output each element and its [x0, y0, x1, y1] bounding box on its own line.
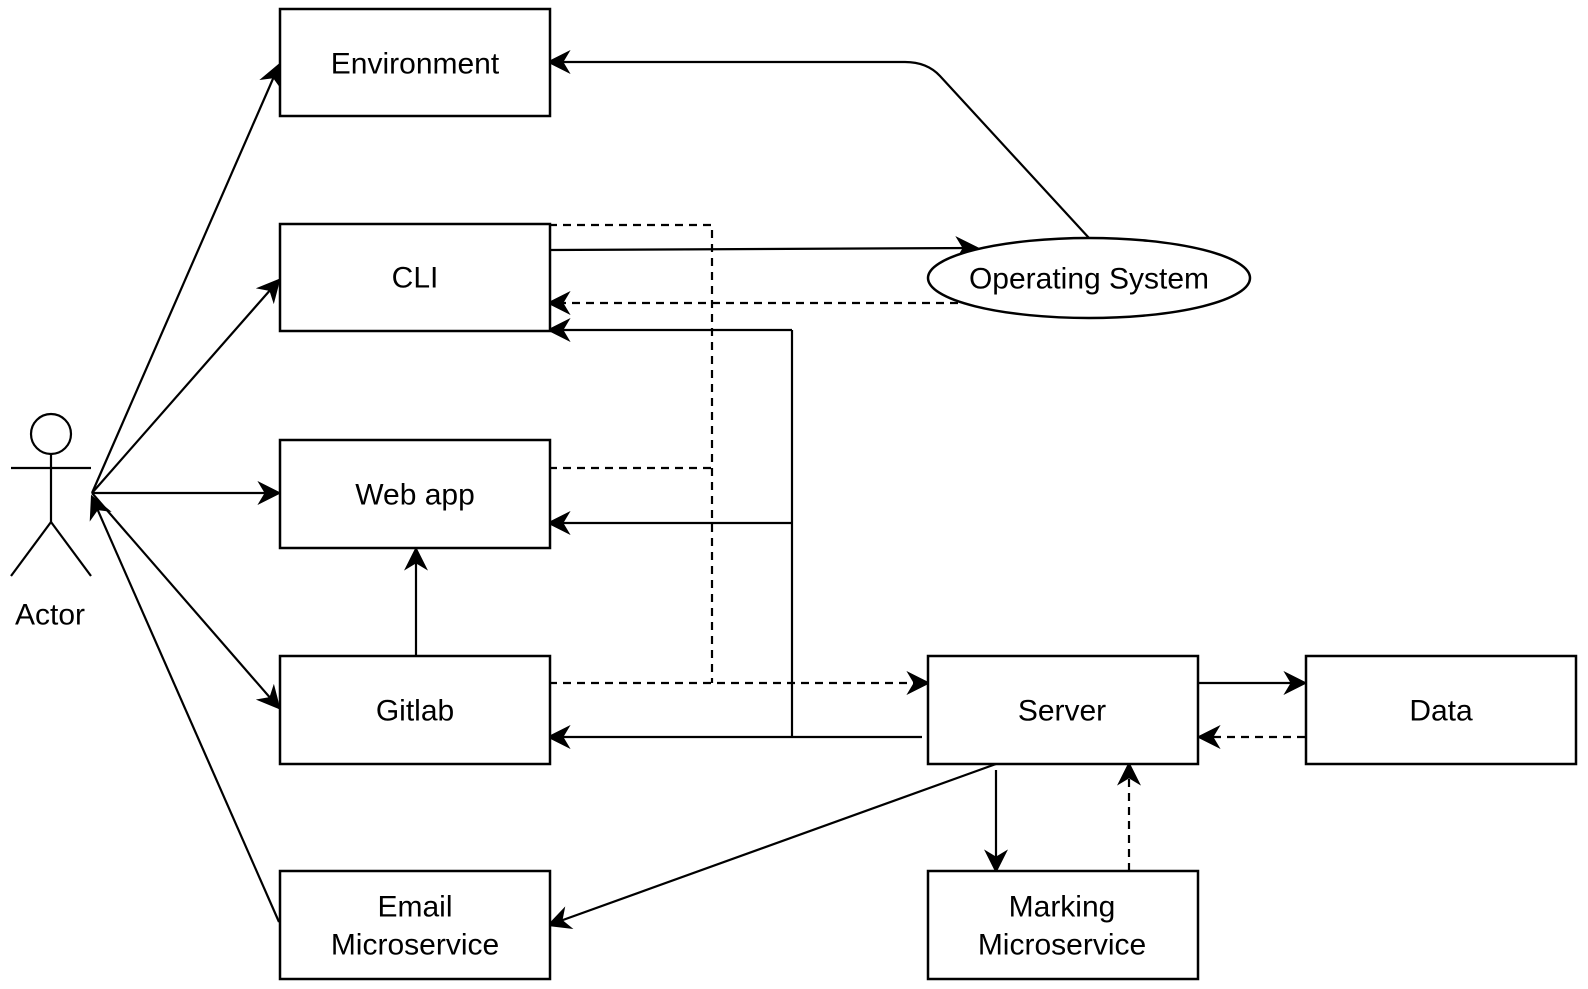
node-server[interactable]: Server: [926, 654, 1200, 766]
node-marking-label-line1: Marking: [1009, 891, 1116, 924]
node-gitlab[interactable]: Gitlab: [278, 654, 552, 766]
actor-figure[interactable]: Actor: [10, 412, 92, 632]
edge-email-actor: [89, 494, 281, 923]
edge-actor-gitlab: [91, 492, 281, 710]
node-operating-system-label: Operating System: [969, 263, 1209, 296]
node-cli-label: CLI: [392, 262, 439, 295]
node-data-label: Data: [1409, 695, 1473, 728]
actor-left-leg: [10, 521, 52, 577]
node-marking-microservice[interactable]: Marking Microservice: [926, 869, 1200, 981]
node-cli[interactable]: CLI: [278, 222, 552, 333]
actor-right-leg: [50, 521, 92, 577]
node-email-label-line2: Microservice: [331, 929, 499, 962]
edge-actor-environment: [90, 62, 282, 494]
edge-actor-cli: [91, 278, 281, 494]
node-environment[interactable]: Environment: [278, 7, 552, 118]
edge-os-environment: [546, 50, 1090, 239]
actor-head: [29, 412, 73, 456]
node-email-microservice[interactable]: Email Microservice: [278, 869, 552, 981]
node-webapp[interactable]: Web app: [278, 438, 552, 550]
node-webapp-label: Web app: [355, 479, 475, 512]
node-email-label-line1: Email: [377, 891, 452, 924]
node-gitlab-label: Gitlab: [376, 695, 454, 728]
node-server-label: Server: [1018, 695, 1106, 728]
edge-server-email: [546, 762, 997, 929]
node-environment-label: Environment: [331, 48, 500, 81]
node-operating-system[interactable]: Operating System: [926, 236, 1252, 320]
actor-label: Actor: [15, 599, 85, 632]
node-marking-label-line2: Microservice: [978, 929, 1146, 962]
edge-cli-server-dashed: [549, 223, 714, 683]
edge-cli-os: [548, 236, 980, 261]
node-data[interactable]: Data: [1304, 654, 1578, 766]
